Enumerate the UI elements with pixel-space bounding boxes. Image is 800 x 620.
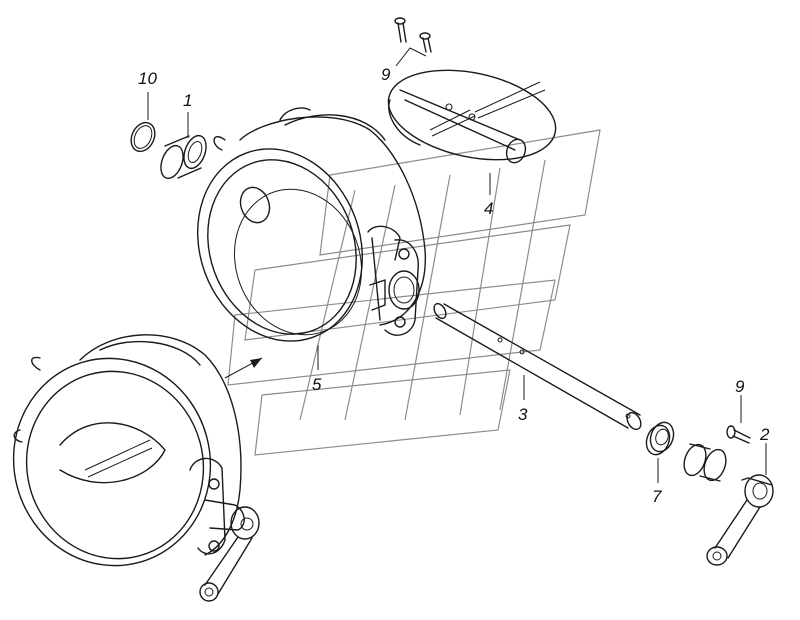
callout-7: 7 xyxy=(652,487,662,506)
part-4-cover-plate xyxy=(387,69,557,164)
part-2-lever xyxy=(706,474,774,566)
callout-labels: 10 1 9 4 5 3 9 2 7 xyxy=(138,65,770,506)
callout-5: 5 xyxy=(312,375,322,394)
part-3-shaft xyxy=(433,302,642,431)
callout-9-top: 9 xyxy=(381,65,391,84)
callout-10: 10 xyxy=(138,69,157,88)
part-1-bushing xyxy=(160,134,207,180)
part-10-seal-ring xyxy=(130,121,156,153)
part-9-bolt-right xyxy=(726,425,751,444)
callout-4: 4 xyxy=(484,199,493,218)
leader-lines xyxy=(147,47,767,483)
assembled-housing xyxy=(12,334,260,602)
part-9-bolts-top xyxy=(394,17,432,53)
callout-1: 1 xyxy=(183,91,192,110)
assembly-arrow xyxy=(224,357,263,379)
callout-3: 3 xyxy=(518,405,528,424)
part-5-upper-housing xyxy=(196,107,427,342)
callout-2: 2 xyxy=(759,425,770,444)
callout-9-right: 9 xyxy=(735,377,745,396)
part-bushing-right xyxy=(683,443,727,482)
watermark-logo xyxy=(227,129,601,456)
part-7-washer xyxy=(645,421,675,456)
